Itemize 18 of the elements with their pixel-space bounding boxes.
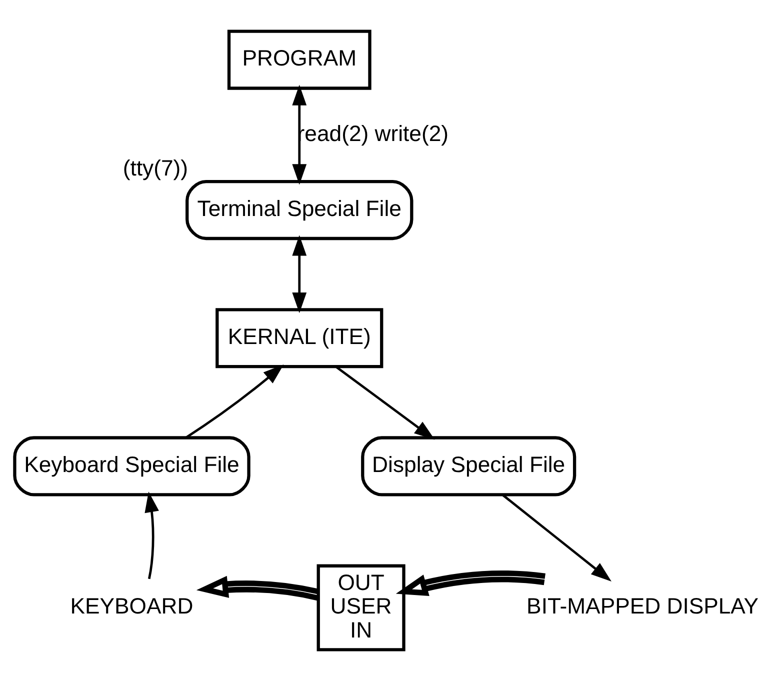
arrow — [335, 365, 435, 440]
node-box: KERNAL (ITE) — [216, 308, 384, 368]
arrow — [144, 491, 159, 579]
node-text: BIT-MAPPED DISPLAY — [526, 593, 759, 618]
node-text: KEYBOARD — [70, 593, 194, 618]
node-box: Keyboard Special File — [13, 436, 250, 496]
node-box: OUT USER IN — [316, 564, 406, 651]
arrow — [292, 234, 307, 313]
arrow — [292, 84, 307, 184]
node-box: Terminal Special File — [186, 179, 414, 240]
node-label: (tty(7)) — [122, 155, 188, 180]
edge-label: read(2) write(2) — [297, 120, 449, 146]
arrow — [502, 493, 612, 581]
arrow — [396, 570, 546, 596]
node-box: PROGRAM — [227, 29, 372, 90]
arrow — [185, 364, 284, 438]
node-box: Display Special File — [361, 436, 576, 496]
arrow — [196, 575, 320, 600]
